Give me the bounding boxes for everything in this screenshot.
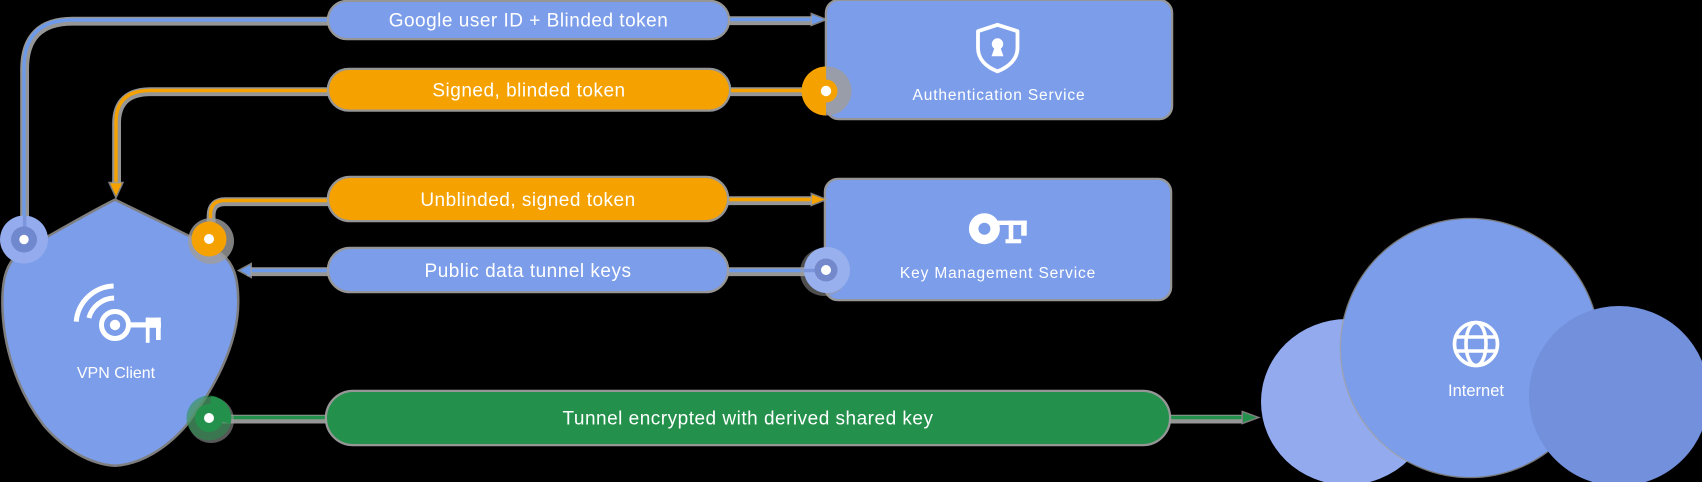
svg-text:Key Management Service: Key Management Service	[900, 265, 1096, 282]
svg-text:Unblinded, signed token: Unblinded, signed token	[420, 190, 635, 211]
svg-text:Google user ID + Blinded token: Google user ID + Blinded token	[389, 11, 669, 32]
svg-text:Authentication Service: Authentication Service	[913, 87, 1086, 104]
svg-text:Tunnel encrypted with derived: Tunnel encrypted with derived shared key	[563, 409, 934, 430]
svg-text:Public data tunnel keys: Public data tunnel keys	[425, 261, 632, 282]
svg-text:Signed, blinded token: Signed, blinded token	[432, 81, 625, 102]
svg-text:Internet: Internet	[1448, 382, 1504, 400]
svg-text:VPN Client: VPN Client	[77, 365, 156, 382]
